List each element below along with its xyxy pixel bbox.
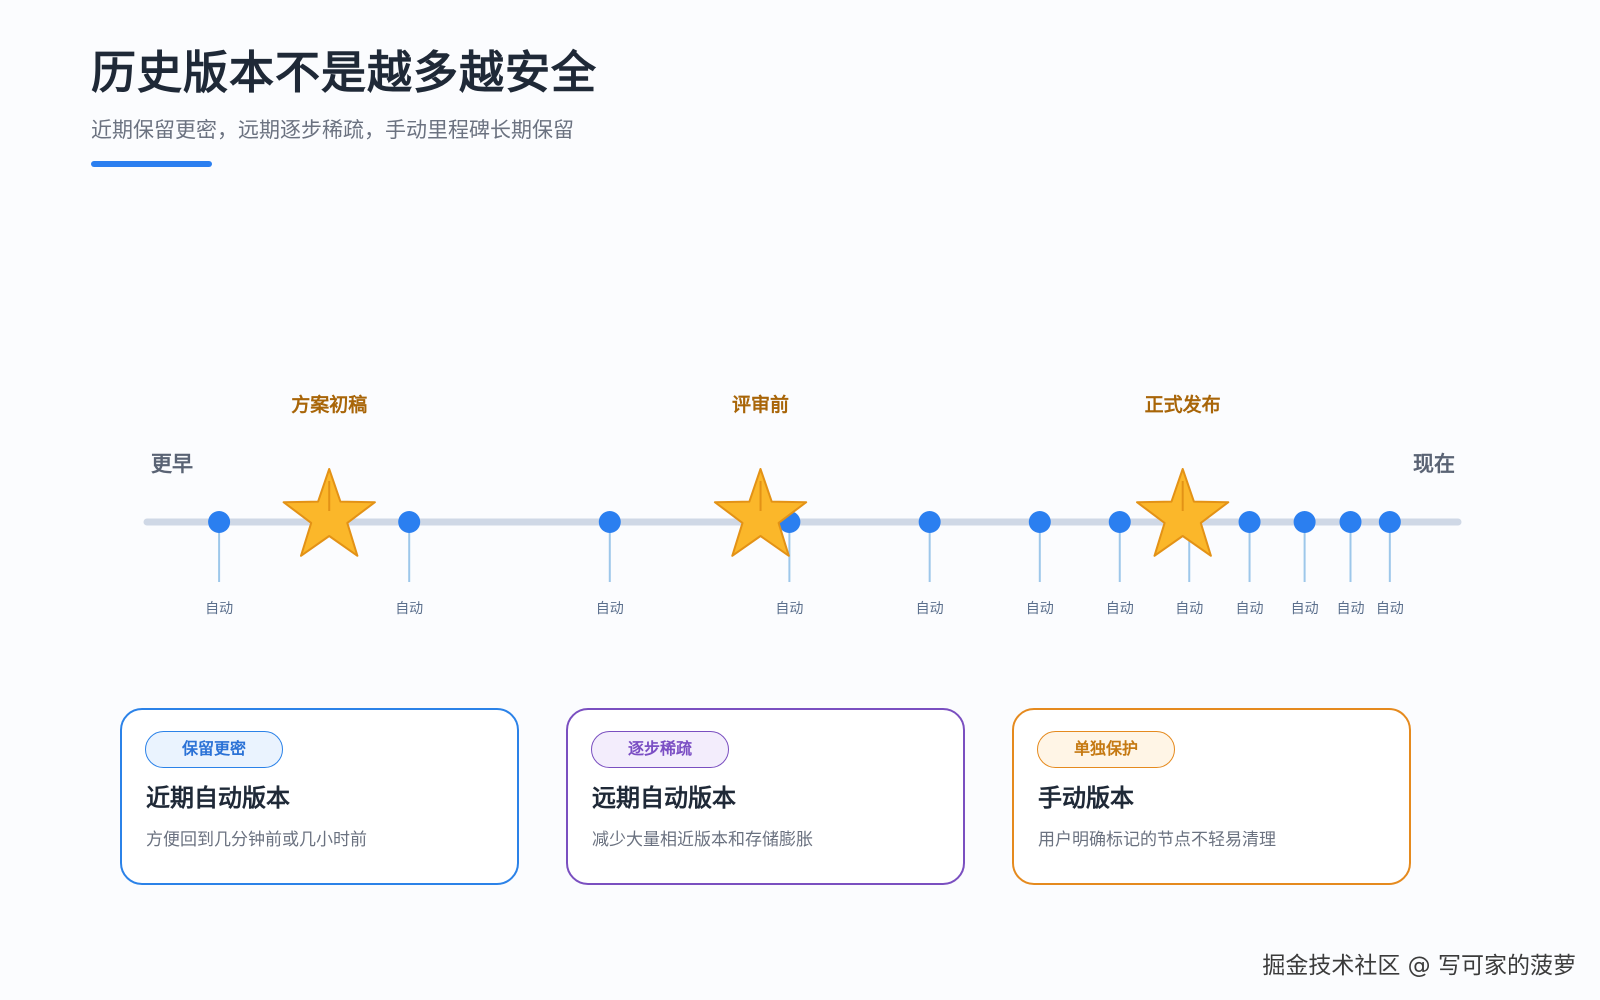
milestone-label: 正式发布 <box>1145 393 1221 416</box>
header: 历史版本不是越多越安全 近期保留更密，远期逐步稀疏，手动里程碑长期保留 <box>91 44 811 167</box>
card-recent-auto: 保留更密 近期自动版本 方便回到几分钟前或几小时前 <box>120 708 519 885</box>
auto-version-point: 自动 <box>395 511 423 617</box>
card-description: 方便回到几分钟前或几小时前 <box>146 830 367 850</box>
auto-version-points: 自动自动自动自动自动自动自动自动自动自动自动自动 <box>205 511 1404 617</box>
title-underline <box>91 161 212 167</box>
auto-point-label: 自动 <box>596 601 624 617</box>
auto-version-point: 自动 <box>1376 511 1404 617</box>
auto-point-label: 自动 <box>395 601 423 617</box>
auto-point-label: 自动 <box>1376 601 1404 617</box>
milestone: 评审前 <box>713 393 808 557</box>
auto-version-point: 自动 <box>1336 511 1364 617</box>
card-badge: 单独保护 <box>1037 731 1175 768</box>
card-badge: 保留更密 <box>145 731 283 768</box>
milestone-label: 评审前 <box>732 393 789 416</box>
milestone: 正式发布 <box>1136 393 1230 557</box>
card-title: 远期自动版本 <box>592 784 736 812</box>
page-title: 历史版本不是越多越安全 <box>91 46 598 99</box>
watermark: 掘金技术社区 @ 写可家的菠萝 <box>1262 953 1576 979</box>
auto-point-dot <box>918 511 941 533</box>
milestone-label: 方案初稿 <box>291 393 367 416</box>
auto-point-label: 自动 <box>916 601 944 617</box>
auto-version-point: 自动 <box>1026 511 1054 617</box>
star-icon <box>713 468 808 557</box>
auto-point-label: 自动 <box>1106 601 1134 617</box>
timeline: 更早 现在 自动自动自动自动自动自动自动自动自动自动自动自动 方案初稿评审前正式… <box>143 393 1462 617</box>
star-icon <box>282 468 376 557</box>
auto-point-label: 自动 <box>1026 601 1054 617</box>
auto-point-dot <box>1108 511 1131 533</box>
card-distant-auto: 逐步稀疏 远期自动版本 减少大量相近版本和存储膨胀 <box>566 708 965 885</box>
auto-point-dot <box>1028 511 1051 533</box>
auto-point-dot <box>398 511 421 533</box>
auto-point-dot <box>598 511 621 533</box>
auto-point-label: 自动 <box>1236 601 1264 617</box>
card-title: 近期自动版本 <box>146 784 290 812</box>
auto-point-label: 自动 <box>1336 601 1364 617</box>
page-subtitle: 近期保留更密，远期逐步稀疏，手动里程碑长期保留 <box>91 118 574 142</box>
auto-version-point: 自动 <box>1236 511 1264 617</box>
timeline-start-label: 更早 <box>151 452 193 476</box>
star-icon <box>1136 468 1230 557</box>
auto-point-dot <box>1238 511 1261 533</box>
auto-point-label: 自动 <box>205 601 233 617</box>
card-manual: 单独保护 手动版本 用户明确标记的节点不轻易清理 <box>1012 708 1411 885</box>
auto-point-dot <box>1339 511 1362 533</box>
card-title: 手动版本 <box>1038 784 1134 812</box>
auto-point-label: 自动 <box>1291 601 1319 617</box>
auto-version-point: 自动 <box>1106 511 1134 617</box>
auto-point-label: 自动 <box>1175 601 1203 617</box>
auto-point-dot <box>1378 511 1401 533</box>
milestone: 方案初稿 <box>282 393 376 557</box>
card-description: 减少大量相近版本和存储膨胀 <box>592 830 813 850</box>
auto-point-dot <box>1293 511 1316 533</box>
auto-point-label: 自动 <box>775 601 803 617</box>
auto-version-point: 自动 <box>205 511 233 617</box>
auto-version-point: 自动 <box>916 511 944 617</box>
card-description: 用户明确标记的节点不轻易清理 <box>1038 830 1276 850</box>
auto-point-dot <box>208 511 231 533</box>
manual-milestones: 方案初稿 评审前 正式发布 <box>282 393 1230 557</box>
auto-version-point: 自动 <box>1291 511 1319 617</box>
auto-version-point: 自动 <box>596 511 624 617</box>
card-badge: 逐步稀疏 <box>591 731 729 768</box>
timeline-end-label: 现在 <box>1413 452 1455 476</box>
